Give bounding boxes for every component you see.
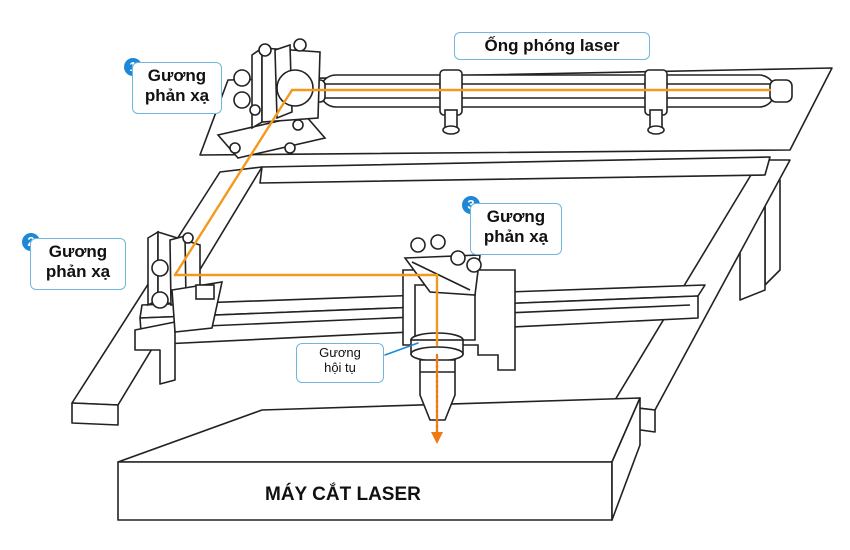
laser-beam <box>173 88 772 444</box>
label-mirror-1: Gương phản xạ <box>132 62 222 114</box>
focus-lens-pointer <box>384 342 419 356</box>
beam-mirror1-to-mirror2 <box>173 88 294 277</box>
back-rail <box>259 156 771 184</box>
label-focus-lens-line2: hội tụ <box>324 359 356 375</box>
base-side <box>611 397 641 521</box>
label-focus-lens-line1: Gương <box>319 345 361 360</box>
mirror-1-icon <box>216 38 327 159</box>
beam-arrowhead <box>431 432 443 444</box>
laser-head-icon <box>402 234 516 421</box>
machine-title: MÁY CẮT LASER <box>265 484 421 505</box>
label-mirror-2: Gương phản xạ <box>30 238 126 290</box>
label-mirror-3-line1: Gương <box>486 207 546 226</box>
label-mirror-1-line1: Gương <box>147 66 207 85</box>
label-mirror-2-line1: Gương <box>48 242 108 261</box>
label-laser-tube-text: Ống phóng laser <box>484 36 620 55</box>
label-mirror-1-line2: phản xạ <box>144 85 210 105</box>
label-focus-lens: Gương hội tụ <box>296 343 384 383</box>
base-top <box>117 397 641 463</box>
label-mirror-2-line2: phản xạ <box>45 261 111 281</box>
label-laser-tube: Ống phóng laser <box>454 32 650 60</box>
left-rail-front <box>71 402 119 426</box>
label-mirror-3: Gương phản xạ <box>470 203 562 255</box>
label-mirror-3-line2: phản xạ <box>483 226 549 246</box>
